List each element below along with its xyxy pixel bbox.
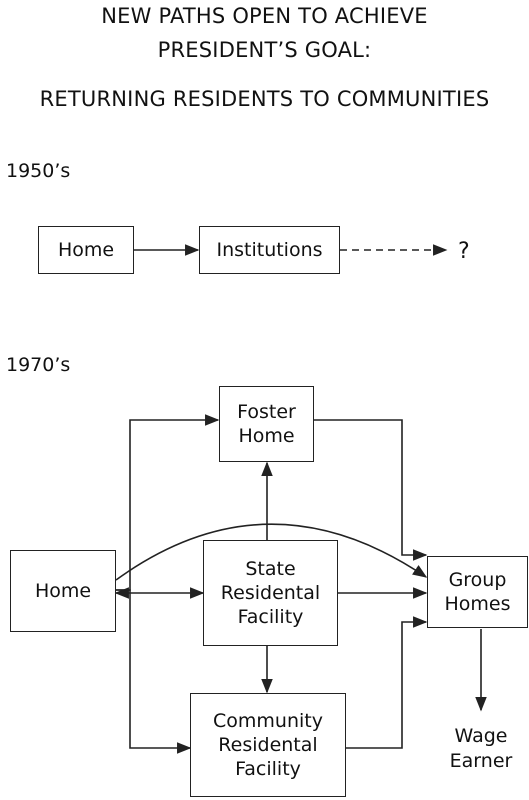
box-foster-home: Foster Home	[219, 386, 314, 462]
box-home-1970: Home	[10, 550, 116, 632]
title-line-1: NEW PATHS OPEN TO ACHIEVE	[101, 4, 428, 28]
box-state-residential-facility: State Residental Facility	[203, 540, 338, 646]
era-1950-label: 1950’s	[6, 160, 71, 182]
unknown-outcome: ?	[458, 239, 470, 264]
arrow-community-to-group	[346, 616, 428, 749]
arrow-home-curve-to-group	[115, 523, 428, 581]
arrow-foster-to-group	[314, 419, 428, 561]
box-institutions: Institutions	[199, 226, 340, 274]
wage-earner-label: Wage Earner	[449, 725, 513, 772]
box-group-homes: Group Homes	[427, 556, 528, 628]
era-1970-label: 1970’s	[6, 354, 71, 376]
title-line-2: PRESIDENT’S GOAL:	[157, 38, 372, 62]
arrow-home-to-community	[115, 589, 192, 754]
title-line-3: RETURNING RESIDENTS TO COMMUNITIES	[39, 87, 490, 111]
box-home-1950: Home	[38, 226, 134, 274]
box-community-residential-facility: Community Residental Facility	[190, 693, 346, 797]
